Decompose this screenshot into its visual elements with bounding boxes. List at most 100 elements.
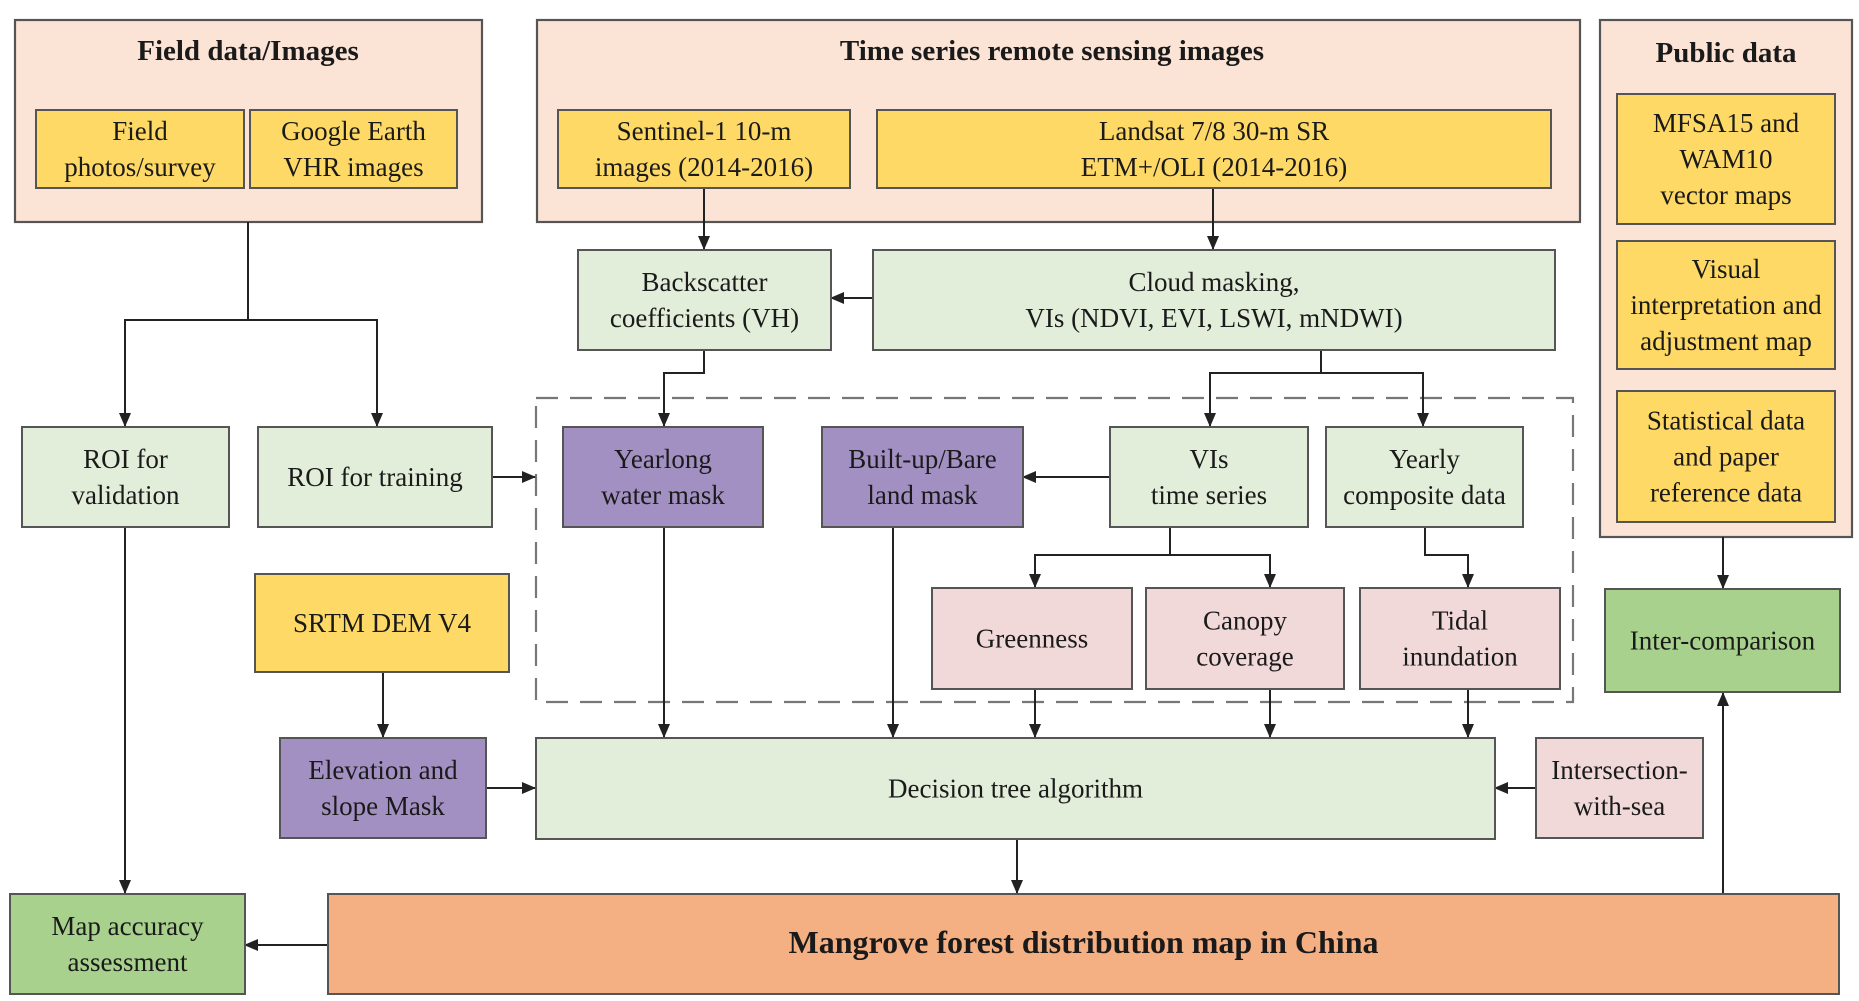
node-statistical-label: and paper [1673, 442, 1779, 472]
node-intersection: Intersection-with-sea [1535, 737, 1704, 839]
node-greenness-box [931, 587, 1133, 690]
node-mfsa-label: vector maps [1660, 180, 1791, 210]
node-google-earth-label: VHR images [283, 152, 423, 182]
node-elevation-box [279, 737, 487, 839]
group-public-data-title: Public data [1656, 37, 1797, 69]
node-landsat-label: ETM+/OLI (2014-2016) [1081, 152, 1347, 182]
node-cloud-label: VIs (NDVI, EVI, LSWI, mNDWI) [1025, 303, 1402, 333]
node-sentinel-box [557, 109, 851, 189]
node-intersection-label: with-sea [1574, 791, 1665, 821]
node-vis-series: VIs time series [1109, 426, 1309, 528]
node-elevation-label: Elevation and [308, 755, 458, 785]
node-decision-tree-label: Decision tree algorithm [888, 774, 1143, 804]
node-inter-comparison-box [1604, 588, 1841, 693]
node-statistical-box [1616, 390, 1836, 523]
node-landsat-label: Landsat 7/8 30-m SR [1099, 116, 1329, 146]
node-builtup-mask: Built-up/Bare land mask [821, 426, 1024, 528]
node-srtm: SRTM DEM V4 [254, 573, 510, 673]
node-field-photos: Field photos/survey [35, 109, 245, 189]
group-time-series-title: Time series remote sensing images [840, 35, 1264, 67]
node-cloud: Cloud masking, VIs (NDVI, EVI, LSWI, mNDW… [872, 249, 1556, 351]
node-field-photos-label: Field [112, 116, 168, 146]
node-statistical: Statistical data and paper reference data [1616, 390, 1836, 523]
node-roi-training-box [257, 426, 493, 528]
node-statistical-label: reference data [1650, 478, 1802, 508]
node-mfsa-box [1616, 93, 1836, 225]
node-vis-series-label: time series [1151, 480, 1267, 510]
node-canopy-label: coverage [1196, 642, 1293, 672]
arrow-vis-to-greenness [1029, 527, 1171, 588]
node-map-accuracy-box [9, 893, 246, 995]
node-google-earth-label: Google Earth [281, 116, 426, 146]
connectors [119, 188, 1729, 951]
node-roi-training: ROI for training [257, 426, 493, 528]
arrow-backscatter-to-water [658, 350, 705, 427]
node-builtup-mask-label: Built-up/Bare [848, 444, 996, 474]
arrow-vis-to-canopy [1035, 554, 1276, 588]
node-greenness-label: Greenness [976, 624, 1088, 654]
node-inter-comparison-label: Inter-comparison [1630, 626, 1816, 656]
node-map-accuracy-label: Map accuracy [51, 911, 204, 941]
arrow-cloud-to-yearly [1321, 372, 1429, 427]
node-statistical-label: Statistical data [1647, 406, 1805, 436]
node-water-mask-label: Yearlong [614, 444, 712, 474]
node-field-photos-label: photos/survey [64, 152, 216, 182]
node-srtm-label: SRTM DEM V4 [293, 608, 471, 638]
node-landsat-box [876, 109, 1552, 189]
node-inter-comparison: Inter-comparison [1604, 588, 1841, 693]
node-canopy-label: Canopy [1203, 606, 1287, 636]
arrow-cloud-to-vis [1204, 350, 1322, 427]
node-water-mask: Yearlong water mask [562, 426, 764, 528]
node-vis-series-box [1109, 426, 1309, 528]
node-mangrove-map-box [327, 893, 1840, 995]
node-sentinel-label: images (2014-2016) [595, 152, 813, 182]
node-mfsa-label: WAM10 [1680, 144, 1773, 174]
node-yearly: Yearly composite data [1325, 426, 1524, 528]
node-roi-validation-box [21, 426, 230, 528]
arrow-yearly-to-tidal [1424, 527, 1474, 588]
node-decision-tree: Decision tree algorithm [535, 737, 1496, 840]
node-decision-tree-box [535, 737, 1496, 840]
arrow-field-to-roi-training [248, 319, 383, 427]
node-canopy: Canopy coverage [1145, 587, 1345, 690]
node-visual-label: Visual [1692, 254, 1761, 284]
node-canopy-box [1145, 587, 1345, 690]
node-builtup-mask-box [821, 426, 1024, 528]
node-yearly-box [1325, 426, 1524, 528]
node-intersection-label: Intersection- [1551, 755, 1687, 785]
node-vis-series-label: VIs [1190, 444, 1229, 474]
node-yearly-label: Yearly [1389, 444, 1460, 474]
node-visual-label: interpretation and [1630, 290, 1822, 320]
node-tidal-box [1359, 587, 1561, 690]
node-srtm-box [254, 573, 510, 673]
node-sentinel-label: Sentinel-1 10-m [617, 116, 792, 146]
node-sentinel: Sentinel-1 10-m images (2014-2016) [557, 109, 851, 189]
node-landsat: Landsat 7/8 30-m SR ETM+/OLI (2014-2016) [876, 109, 1552, 189]
node-roi-training-label: ROI for training [287, 462, 462, 492]
group-field-data-title: Field data/Images [137, 35, 359, 67]
node-water-mask-label: water mask [601, 480, 725, 510]
node-mangrove-map: Mangrove forest distribution map in Chin… [327, 893, 1840, 995]
node-cloud-label: Cloud masking, [1128, 267, 1299, 297]
node-mangrove-map-label: Mangrove forest distribution map in Chin… [789, 924, 1379, 960]
node-builtup-mask-label: land mask [867, 480, 978, 510]
node-visual-box [1616, 240, 1836, 370]
node-roi-validation-label: ROI for [83, 444, 168, 474]
node-backscatter-box [577, 249, 832, 351]
node-field-photos-box [35, 109, 245, 189]
node-backscatter-label: Backscatter [642, 267, 768, 297]
node-tidal-label: Tidal [1432, 606, 1488, 636]
node-greenness: Greenness [931, 587, 1133, 690]
node-yearly-label: composite data [1343, 480, 1506, 510]
node-google-earth-box [249, 109, 458, 189]
node-intersection-box [1535, 737, 1704, 839]
node-water-mask-box [562, 426, 764, 528]
